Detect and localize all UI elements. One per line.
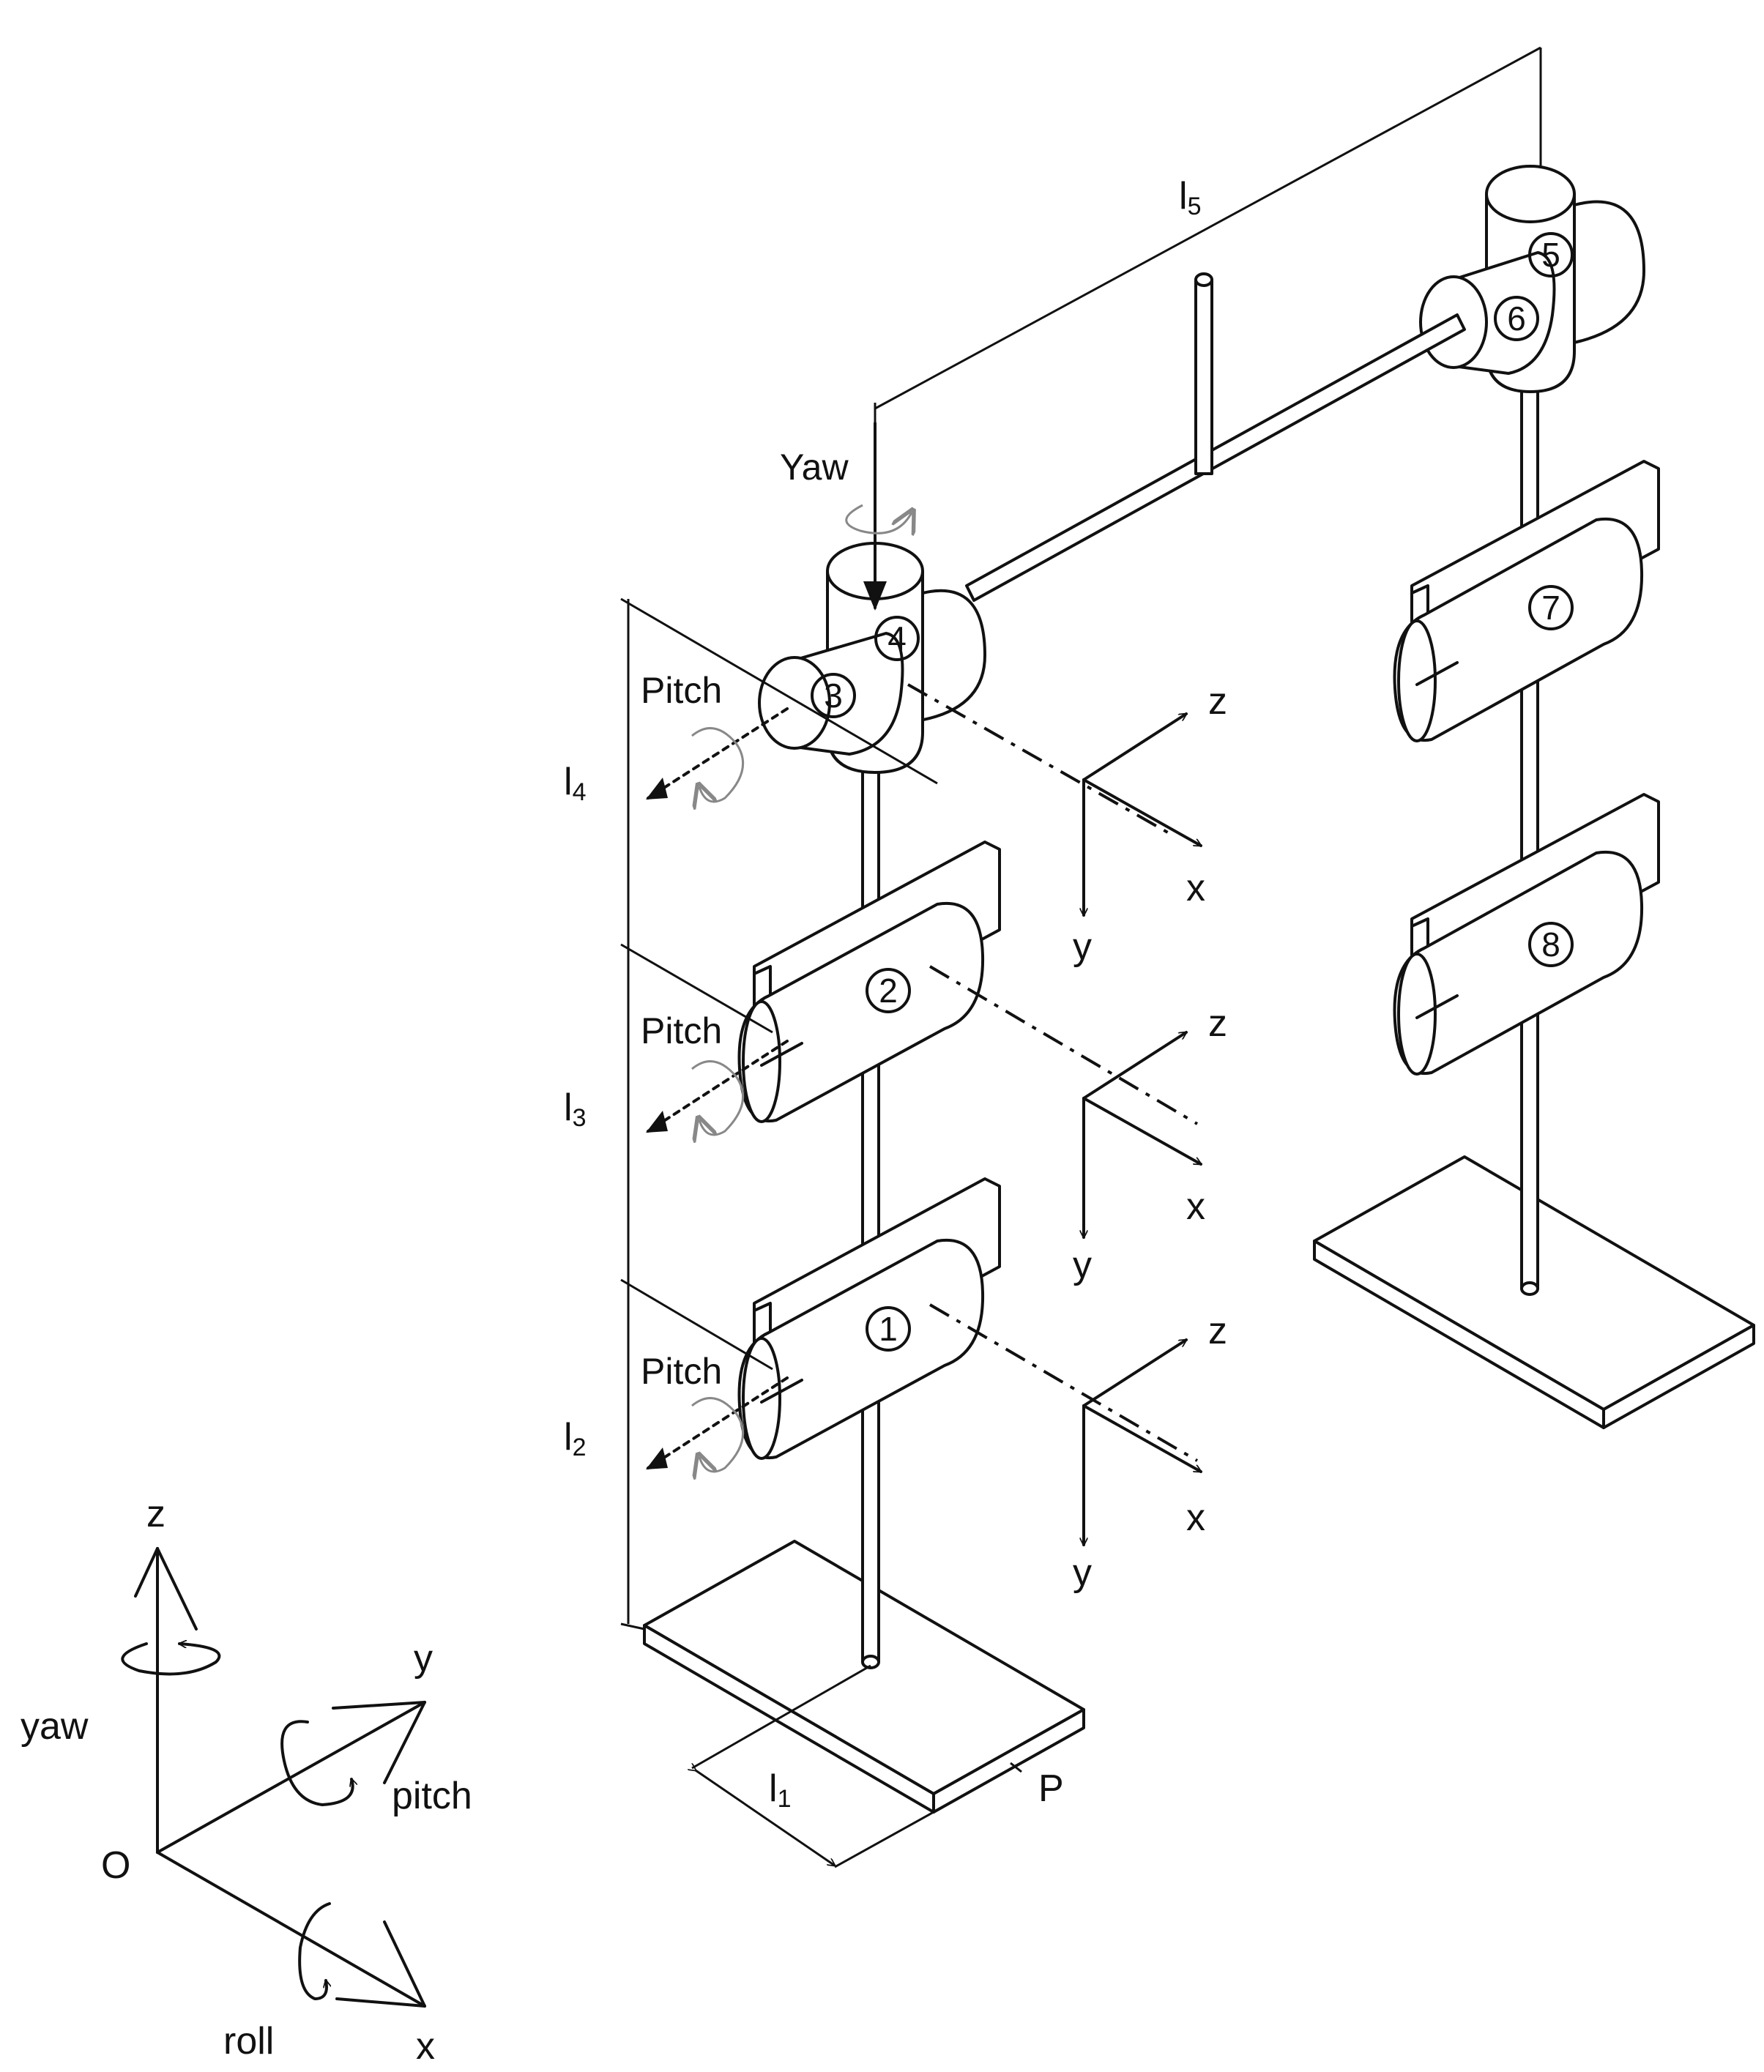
joint-number-6: 6 <box>1507 299 1526 338</box>
length-l1: l1 <box>769 1767 791 1813</box>
joint-number-3: 3 <box>824 677 843 715</box>
joint-2-bracket <box>737 841 1001 1123</box>
pelvis-center-post <box>1194 278 1213 475</box>
pitch-rotation-icon <box>280 1720 353 1806</box>
yaw-indicator: Yaw <box>780 422 912 611</box>
global-z-label: z <box>146 1493 165 1535</box>
frame2-z-label: z <box>1208 1002 1227 1045</box>
global-x-label: x <box>416 2025 435 2068</box>
dimension-lines <box>620 46 1542 1868</box>
joint-axis-lines <box>907 683 1199 1462</box>
joint-marker-3 <box>811 673 856 718</box>
joint-marker-2 <box>866 968 911 1013</box>
length-l5: l5 <box>1179 175 1201 220</box>
right-hip-joint <box>1419 165 1645 393</box>
joint-8-bracket <box>1393 793 1660 1076</box>
joint-number-7: 7 <box>1541 589 1560 627</box>
length-l2: l2 <box>564 1416 586 1461</box>
joint-marker-8 <box>1528 922 1574 967</box>
local-frame-1: z x y <box>1073 680 1227 968</box>
left-hip-joint <box>758 542 986 774</box>
pitch-label-3: Pitch <box>641 670 722 711</box>
joint-number-markers: 2 1 3 4 5 6 7 8 <box>811 232 1574 1352</box>
joint-number-2: 2 <box>879 972 898 1010</box>
pitch-indicator-3: Pitch <box>641 670 789 802</box>
roll-axis-label: roll <box>223 2020 274 2062</box>
joint-number-5: 5 <box>1541 236 1560 274</box>
length-labels: l4 l3 l2 l5 l1 P <box>564 175 1201 1813</box>
local-frame-3: z x y <box>1073 1310 1227 1594</box>
joint-number-1: 1 <box>879 1310 898 1348</box>
joint-marker-4 <box>874 616 920 661</box>
left-shank-rod <box>861 753 880 1663</box>
frame3-z-label: z <box>1208 1310 1227 1352</box>
frame2-x-label: x <box>1186 1185 1205 1228</box>
pitch-axis-label: pitch <box>392 1775 472 1817</box>
joint-marker-7 <box>1528 585 1574 630</box>
frame1-y-label: y <box>1073 925 1092 968</box>
frame1-x-label: x <box>1186 867 1205 909</box>
frame3-y-label: y <box>1073 1551 1092 1594</box>
length-l3: l3 <box>564 1087 586 1132</box>
global-y-label: y <box>414 1637 433 1680</box>
pelvis-bar <box>965 272 1466 602</box>
joint-number-4: 4 <box>887 619 907 657</box>
reference-frame: z y x O yaw pitch roll <box>21 1493 472 2068</box>
frame2-y-label: y <box>1073 1244 1092 1286</box>
yaw-axis-label: yaw <box>21 1705 89 1748</box>
pitch-indicator-2: Pitch <box>641 1010 789 1135</box>
pitch-label-1: Pitch <box>641 1351 722 1392</box>
right-leg <box>1313 165 1755 1429</box>
roll-rotation-icon <box>298 1902 330 2000</box>
frame1-z-label: z <box>1208 680 1227 723</box>
length-l4: l4 <box>564 761 586 806</box>
joint-marker-5 <box>1528 232 1574 277</box>
left-leg <box>643 542 1085 1814</box>
joint-marker-6 <box>1494 296 1539 341</box>
local-frame-2: z x y <box>1073 1002 1227 1286</box>
joint-marker-1 <box>866 1306 911 1352</box>
yaw-label: Yaw <box>780 447 849 488</box>
yaw-rotation-icon <box>121 1644 221 1676</box>
origin-label: O <box>101 1844 130 1887</box>
pitch-label-2: Pitch <box>641 1010 722 1051</box>
joint-7-bracket <box>1393 460 1660 742</box>
point-p-label: P <box>1038 1767 1064 1810</box>
pitch-indicator-1: Pitch <box>641 1351 789 1472</box>
frame3-x-label: x <box>1186 1497 1205 1539</box>
joint-number-8: 8 <box>1541 925 1560 964</box>
